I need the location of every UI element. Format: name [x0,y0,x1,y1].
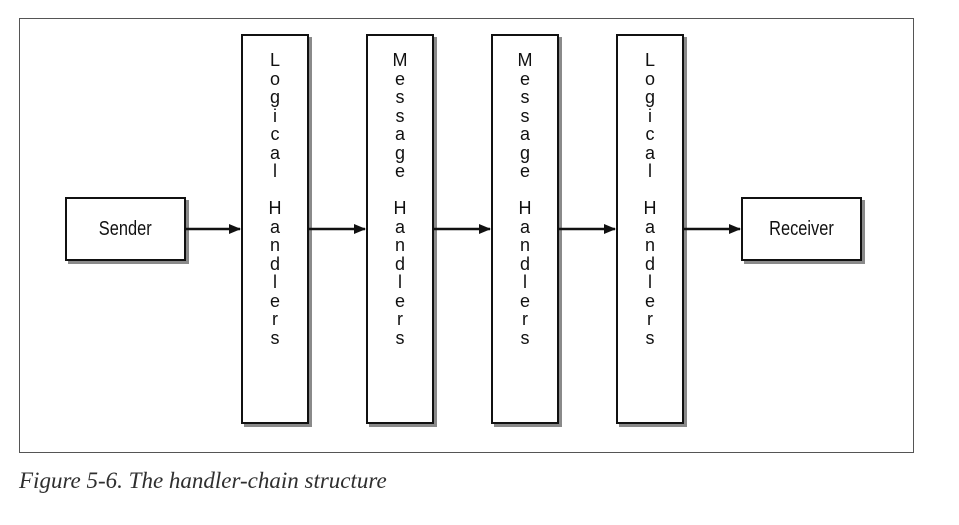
label-char: s [645,327,655,348]
label-char: c [270,124,280,144]
label-char: g [269,87,280,107]
label-char: e [394,68,405,89]
label-char: e [519,161,530,181]
label-char: r [397,309,403,329]
label-char: o [269,68,280,89]
label-char: e [644,290,655,311]
label-char: L [269,50,280,70]
label-char: e [519,68,530,89]
label-char: l [273,272,277,292]
label-char: s [395,327,405,348]
label-char: l [648,272,652,292]
label-char: e [519,290,530,311]
label-char: a [519,124,530,144]
label-char: d [519,253,530,274]
label-char: d [644,253,655,274]
receiver-label: Receiver [769,217,834,240]
label-char: s [395,87,405,107]
label-char: a [394,124,405,144]
label-char: n [644,235,655,255]
label-char: l [398,272,402,292]
label-char: a [394,216,405,237]
label-char: M [517,50,533,70]
label-char: s [395,105,405,126]
label-char: a [644,216,655,237]
label-char: c [645,124,655,144]
label-char: a [644,142,655,163]
label-char: l [648,161,652,181]
label-char: a [519,216,530,237]
label-char: H [393,198,407,218]
label-char: l [273,161,277,181]
label-char: l [523,272,527,292]
label-char: a [269,216,280,237]
label-char: d [394,253,405,274]
label-char: g [394,142,405,163]
receiver-box: Receiver [741,197,862,261]
label-char: i [273,105,277,126]
label-char: d [269,253,280,274]
sender-box: Sender [65,197,186,261]
label-char: H [518,198,532,218]
label-char: s [520,327,530,348]
label-char: s [520,105,530,126]
label-char: r [272,309,278,329]
label-char: n [519,235,530,255]
label-char: o [644,68,655,89]
label-char: a [269,142,280,163]
label-char: L [644,50,655,70]
label-char: M [392,50,408,70]
label-char: g [644,87,655,107]
sender-label: Sender [99,217,152,240]
label-char: r [522,309,528,329]
label-char: s [270,327,280,348]
label-char: e [394,161,405,181]
label-char: n [269,235,280,255]
label-char: H [268,198,282,218]
label-char: H [643,198,657,218]
label-char: n [394,235,405,255]
label-char: e [394,290,405,311]
label-char: i [648,105,652,126]
label-char: g [519,142,530,163]
figure-caption: Figure 5-6. The handler-chain structure [19,468,387,493]
label-char: e [269,290,280,311]
label-char: s [520,87,530,107]
label-char: r [647,309,653,329]
